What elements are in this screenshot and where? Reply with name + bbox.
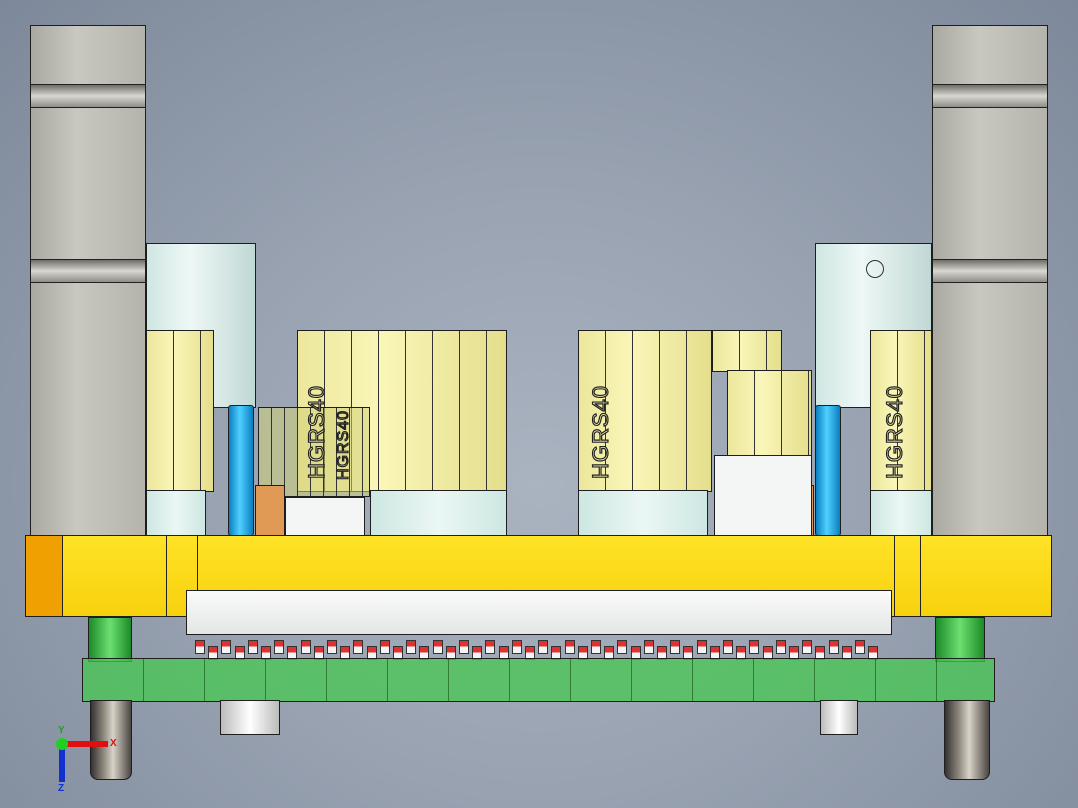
pin (749, 640, 760, 654)
left-bracket (255, 485, 285, 536)
y-axis-origin (56, 738, 68, 750)
right-green-column (935, 617, 985, 662)
left-column (30, 25, 146, 537)
base (370, 490, 507, 536)
base (146, 490, 206, 536)
screw-icon (866, 260, 884, 278)
pin (485, 640, 496, 654)
pin (617, 640, 628, 654)
pin (564, 640, 575, 654)
ghost-block (258, 407, 370, 497)
right-foot (944, 700, 990, 780)
left-foot (90, 700, 132, 780)
y-axis-label: Y (58, 725, 65, 736)
pin (643, 640, 654, 654)
right-column (932, 25, 1048, 537)
pin (353, 640, 364, 654)
pin (775, 640, 786, 654)
pin (274, 640, 285, 654)
left-green-column (88, 617, 132, 662)
axis-triad[interactable]: X Y Z (50, 726, 120, 796)
block-label: HGRS40 (587, 384, 613, 480)
x-axis-arrow (64, 741, 108, 747)
pin (802, 640, 813, 654)
z-axis-label: Z (58, 783, 65, 794)
right-spacer (714, 455, 812, 536)
base (578, 490, 708, 536)
x-axis-label: X (110, 738, 117, 749)
bottom-plate (82, 658, 995, 702)
left-spacer (285, 497, 365, 536)
pin (406, 640, 417, 654)
pin (511, 640, 522, 654)
block-label: HGRS40 (881, 384, 907, 480)
white-plate (186, 590, 892, 635)
left-gripper-block (146, 330, 214, 492)
pin (221, 640, 232, 654)
pin (696, 640, 707, 654)
pin (723, 640, 733, 654)
pin (300, 640, 311, 654)
block-label-ghost: HGRS40 (334, 409, 352, 481)
pin (195, 640, 205, 654)
right-stud (820, 700, 858, 735)
pin (247, 640, 258, 654)
right-rod (815, 405, 841, 536)
pin (432, 640, 443, 654)
block-label: HGRS40 (303, 384, 329, 480)
base (870, 490, 932, 536)
pin (379, 640, 390, 654)
pin (670, 640, 681, 654)
pin (591, 640, 601, 654)
pin (538, 640, 549, 654)
left-stud (220, 700, 280, 735)
left-rod (228, 405, 254, 536)
pin (828, 640, 839, 654)
pin (327, 640, 337, 654)
pin (855, 640, 865, 654)
pin (459, 640, 469, 654)
z-axis-arrow (59, 746, 65, 782)
pin-row (195, 638, 885, 664)
right-small-block (727, 370, 812, 458)
right-small-block-top (712, 330, 782, 372)
right-gripper-block (870, 330, 932, 492)
right-center-gripper-block (578, 330, 712, 492)
